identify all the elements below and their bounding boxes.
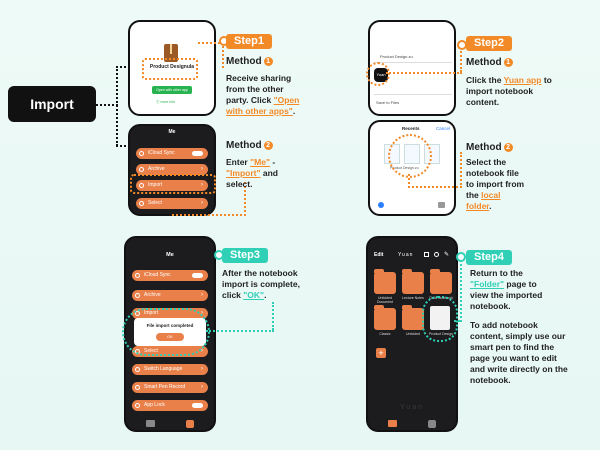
highlight-import-item — [130, 174, 216, 194]
tab-folder-icon[interactable] — [388, 420, 397, 427]
imported-notebook-thumbnail[interactable] — [430, 306, 450, 330]
step3-desc: After the notebook import is complete, c… — [222, 268, 300, 300]
open-with-other-app-button[interactable]: Open with other app — [152, 86, 192, 94]
folder-5-label: Unfolded — [405, 332, 420, 336]
imported-notebook-label: Product Design — [429, 332, 453, 336]
shared-file-name: Product Designula — [149, 64, 195, 70]
app-lock-toggle[interactable] — [192, 403, 203, 408]
save-to-files-label[interactable]: Save to Files — [376, 100, 400, 105]
chevron-right-icon: › — [201, 292, 203, 298]
menu-item-app-lock[interactable]: App Lock — [132, 400, 208, 411]
edit-icon[interactable]: ✎ — [444, 252, 450, 258]
step1-badge: Step1 — [226, 34, 272, 49]
step2-method2-desc: Select the notebook file to import from … — [466, 157, 525, 211]
phone-share-yuan: Product Design.zu Yuan Save to Files — [368, 20, 456, 116]
import-connector-vertical — [116, 66, 118, 146]
folder-2[interactable] — [402, 269, 424, 294]
me-title-step3: Me — [166, 252, 174, 258]
step4-desc2: To add notebook content, simply use our … — [470, 320, 568, 385]
icloud-toggle[interactable] — [192, 151, 203, 156]
grid-icon[interactable] — [424, 252, 429, 257]
step2-method1-desc: Click the Yuan app to import notebook co… — [466, 75, 552, 107]
highlight-ok-dialog — [122, 308, 210, 356]
step4-desc1: Return to the "Folder" page to view the … — [470, 268, 543, 311]
import-label: Import — [8, 86, 96, 122]
phone-me-menu: Me iCloud Sync Archive› Import› Select› — [128, 124, 216, 216]
folder-1-label: Unfolded Document — [377, 296, 393, 304]
menu-item-archive[interactable]: Archive› — [132, 290, 208, 301]
dialog-ok-button[interactable]: OK — [156, 333, 184, 341]
menu-item-select[interactable]: Select› — [136, 198, 208, 209]
step1-method1-desc: Receive sharing from the other party. Cl… — [226, 73, 300, 116]
menu-item-smart-pen-record[interactable]: Smart Pen Record› — [132, 382, 208, 393]
recents-toolbar-icon[interactable] — [378, 202, 384, 208]
dialog-message: File import completed — [146, 323, 194, 328]
folder-4[interactable] — [374, 305, 396, 330]
search-icon[interactable] — [434, 252, 439, 257]
yuan-watermark: Yuan — [400, 404, 424, 411]
yuan-logo: Yuan — [398, 252, 414, 258]
highlight-imported-notebook — [422, 296, 458, 342]
step1-method2-desc: Enter "Me" - "Import" and select. — [226, 157, 279, 189]
menu-item-archive[interactable]: Archive› — [136, 164, 208, 175]
highlight-yuan-app — [366, 62, 390, 86]
share-file-name: Product Design.zu — [380, 54, 413, 59]
step3-badge: Step3 — [222, 248, 268, 263]
folder-2-label: Lecture Notes — [402, 296, 424, 300]
folder-1[interactable] — [374, 269, 396, 294]
cancel-button[interactable]: Cancel — [436, 126, 451, 131]
tab-me-icon[interactable] — [428, 420, 436, 428]
chevron-right-icon: › — [201, 348, 203, 354]
step1-connector-a — [198, 42, 224, 68]
chevron-right-icon: › — [201, 166, 203, 172]
me-title: Me — [168, 129, 176, 135]
chevron-right-icon: › — [201, 200, 203, 206]
chevron-right-icon: › — [201, 182, 203, 188]
more-info-link[interactable]: Ⓣ more info — [156, 100, 176, 104]
tab-folder-icon[interactable] — [146, 420, 155, 427]
zip-file-stripe — [170, 44, 172, 54]
menu-item-icloud-sync[interactable]: iCloud Sync — [136, 148, 208, 159]
menu-item-icloud-sync[interactable]: iCloud Sync — [132, 270, 208, 281]
recents-tab[interactable]: Recents — [402, 126, 420, 131]
browse-toolbar-icon[interactable] — [438, 202, 445, 208]
chevron-right-icon: › — [201, 366, 203, 372]
highlight-open-with — [142, 58, 198, 80]
menu-item-import[interactable]: Import› — [136, 180, 208, 191]
folder-4-label: Classic — [379, 332, 391, 336]
chevron-right-icon: › — [201, 384, 203, 390]
add-notebook-button[interactable]: + — [376, 348, 386, 358]
folder-5[interactable] — [402, 305, 424, 330]
tab-me-icon[interactable] — [186, 420, 194, 428]
folder-3-label: Child Notebook — [429, 296, 453, 300]
step4-badge: Step4 — [466, 250, 512, 265]
chevron-right-icon: › — [201, 310, 203, 316]
step1-connector-b — [212, 182, 246, 216]
step4-marker — [456, 252, 466, 262]
edit-button[interactable]: Edit — [374, 252, 384, 258]
step2-badge: Step2 — [466, 36, 512, 51]
menu-item-switch-language[interactable]: Switch Language› — [132, 364, 208, 375]
icloud-toggle[interactable] — [192, 273, 203, 278]
folder-3[interactable] — [430, 269, 452, 294]
import-connector — [96, 104, 118, 106]
highlight-local-file — [388, 134, 432, 178]
